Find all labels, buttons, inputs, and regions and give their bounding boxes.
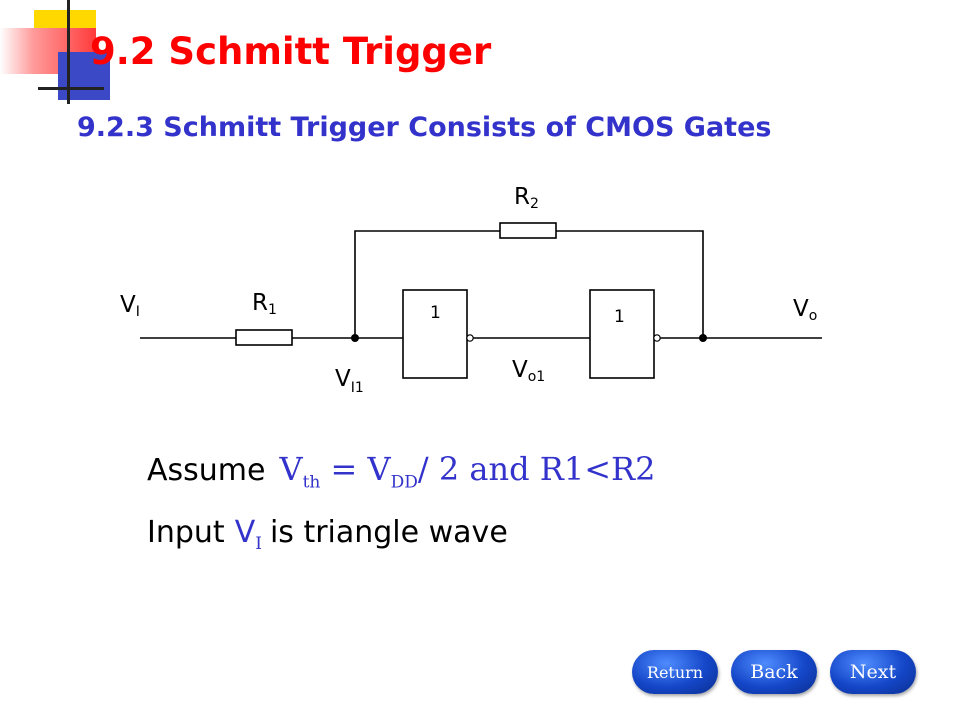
label-vo: Vo [793,296,817,324]
slide-title: 9.2 Schmitt Trigger [90,30,492,73]
vdd-subscript: DD [390,472,418,493]
decor-vertical-line [67,0,70,104]
decor-horizontal-line [38,87,104,90]
back-button[interactable]: Back [731,650,817,694]
inverter-gate-1 [402,289,468,379]
resistor-r2 [499,222,557,239]
resistor-r1 [235,329,293,346]
label-vi: VI [120,292,140,320]
decor-blue-square [58,52,110,100]
junction-dot-vi1 [351,334,359,342]
formula-tail: / 2 and R1<R2 [417,450,656,488]
wire-feedback-left [354,230,500,338]
junction-dot-vo [699,334,707,342]
threshold-formula: Vth = VDD/ 2 and R1<R2 [279,450,656,492]
inverter-bubble-2 [653,334,661,342]
wire-feedback-right [556,230,704,338]
vth-subscript: th [302,472,321,493]
circuit-wires [140,230,822,339]
next-button[interactable]: Next [830,650,916,694]
vi-main: V [234,515,256,550]
label-vi1: VI1 [335,366,364,396]
gate2-label: 1 [614,307,625,327]
label-vo1: Vo1 [512,357,545,385]
input-tail: is triangle wave [269,515,508,550]
return-button[interactable]: Return [632,650,718,694]
label-r2: R2 [514,184,539,212]
vth-symbol: V [279,450,303,488]
vi-subscript: I [255,534,262,554]
assumption-line: Assume Vth = VDD/ 2 and R1<R2 [147,450,655,492]
input-word: Input [147,515,225,550]
vi-symbol: VI [234,515,262,554]
gate1-label: 1 [430,303,441,323]
inverter-gate-2 [589,289,655,379]
assume-word: Assume [147,453,266,488]
label-r1: R1 [252,290,277,318]
inverter-bubble-1 [466,334,474,342]
slide-subtitle: 9.2.3 Schmitt Trigger Consists of CMOS G… [77,112,772,143]
formula-equals-v: = V [320,450,391,488]
